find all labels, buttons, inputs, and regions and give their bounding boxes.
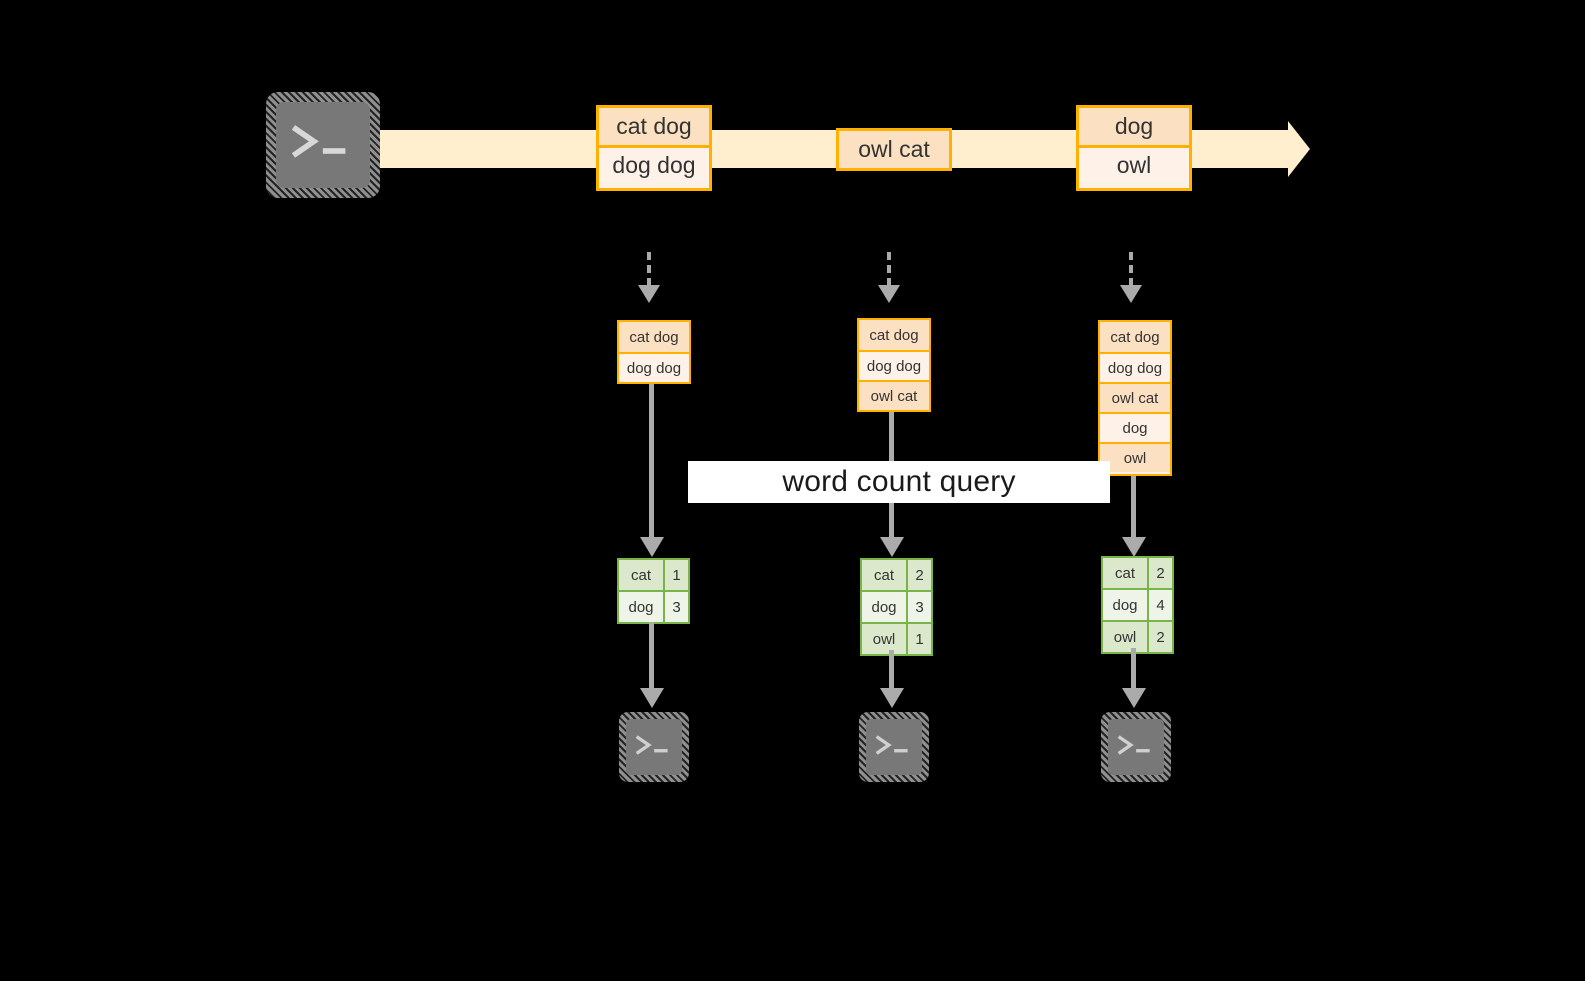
- word-cell: owl: [1103, 622, 1147, 652]
- accumulated-line: dog dog: [1100, 352, 1170, 382]
- connector-arrowhead: [1120, 285, 1142, 303]
- connector-arrowhead: [1122, 537, 1146, 557]
- connector-arrowhead: [638, 285, 660, 303]
- stream-record-line: owl cat: [839, 131, 949, 168]
- count-cell: 2: [1147, 622, 1172, 652]
- connector-arrowhead: [880, 688, 904, 708]
- stream-source-terminal[interactable]: [266, 92, 380, 198]
- connector-result-1-to-sink: [649, 622, 654, 690]
- table-row: cat 1: [619, 560, 688, 590]
- connector-snapshot-3-to-result: [1131, 476, 1136, 539]
- count-cell: 1: [663, 560, 688, 590]
- connector-stream-to-snapshot-2: [887, 252, 891, 286]
- snapshot-1-result-table[interactable]: cat 1 dog 3: [617, 558, 690, 624]
- result-terminal-1[interactable]: [619, 712, 689, 782]
- word-cell: dog: [1103, 590, 1147, 620]
- result-terminal-2[interactable]: [859, 712, 929, 782]
- table-row: owl 2: [1103, 620, 1172, 652]
- connector-arrowhead: [1122, 688, 1146, 708]
- connector-stream-to-snapshot-3: [1129, 252, 1133, 286]
- word-cell: dog: [619, 592, 663, 622]
- stream-record-2[interactable]: owl cat: [836, 128, 952, 171]
- accumulated-line: dog dog: [859, 350, 929, 380]
- word-cell: cat: [1103, 558, 1147, 588]
- word-cell: cat: [619, 560, 663, 590]
- connector-stream-to-snapshot-1: [647, 252, 651, 286]
- word-cell: owl: [862, 624, 906, 654]
- accumulated-line: dog dog: [619, 352, 689, 382]
- table-row: cat 2: [1103, 558, 1172, 588]
- terminal-screen: [866, 719, 922, 775]
- snapshot-3-result-table[interactable]: cat 2 dog 4 owl 2: [1101, 556, 1174, 654]
- connector-arrowhead: [880, 537, 904, 557]
- terminal-prompt-icon: [292, 125, 346, 159]
- count-cell: 2: [906, 560, 931, 590]
- stream-arrowhead: [1288, 121, 1310, 177]
- count-cell: 1: [906, 624, 931, 654]
- terminal-screen: [626, 719, 682, 775]
- accumulated-line: cat dog: [1100, 322, 1170, 352]
- count-cell: 3: [906, 592, 931, 622]
- word-cell: cat: [862, 560, 906, 590]
- stream-record-line: owl: [1079, 145, 1189, 182]
- table-row: owl 1: [862, 622, 931, 654]
- terminal-screen: [1108, 719, 1164, 775]
- connector-result-3-to-sink: [1131, 648, 1136, 690]
- snapshot-2-accumulated-records[interactable]: cat dog dog dog owl cat: [857, 318, 931, 412]
- snapshot-2-result-table[interactable]: cat 2 dog 3 owl 1: [860, 558, 933, 656]
- accumulated-line: owl cat: [859, 380, 929, 410]
- word-cell: dog: [862, 592, 906, 622]
- stream-record-line: cat dog: [599, 108, 709, 145]
- count-cell: 3: [663, 592, 688, 622]
- query-label: word count query: [688, 461, 1110, 503]
- stream-record-3[interactable]: dog owl: [1076, 105, 1192, 191]
- table-row: dog 3: [862, 590, 931, 622]
- count-cell: 2: [1147, 558, 1172, 588]
- connector-arrowhead: [640, 537, 664, 557]
- table-row: cat 2: [862, 560, 931, 590]
- accumulated-line: owl: [1100, 442, 1170, 472]
- stream-record-1[interactable]: cat dog dog dog: [596, 105, 712, 191]
- result-terminal-3[interactable]: [1101, 712, 1171, 782]
- accumulated-line: dog: [1100, 412, 1170, 442]
- snapshot-3-accumulated-records[interactable]: cat dog dog dog owl cat dog owl: [1098, 320, 1172, 476]
- terminal-prompt-icon: [635, 735, 668, 755]
- connector-result-2-to-sink: [889, 650, 894, 690]
- connector-snapshot-1-to-result: [649, 384, 654, 539]
- accumulated-line: cat dog: [619, 322, 689, 352]
- table-row: dog 4: [1103, 588, 1172, 620]
- terminal-screen: [276, 102, 370, 188]
- accumulated-line: cat dog: [859, 320, 929, 350]
- table-row: dog 3: [619, 590, 688, 622]
- stream-record-line: dog dog: [599, 145, 709, 182]
- count-cell: 4: [1147, 590, 1172, 620]
- accumulated-line: owl cat: [1100, 382, 1170, 412]
- snapshot-1-accumulated-records[interactable]: cat dog dog dog: [617, 320, 691, 384]
- stream-record-line: dog: [1079, 108, 1189, 145]
- connector-arrowhead: [878, 285, 900, 303]
- connector-arrowhead: [640, 688, 664, 708]
- terminal-prompt-icon: [875, 735, 908, 755]
- terminal-prompt-icon: [1117, 735, 1150, 755]
